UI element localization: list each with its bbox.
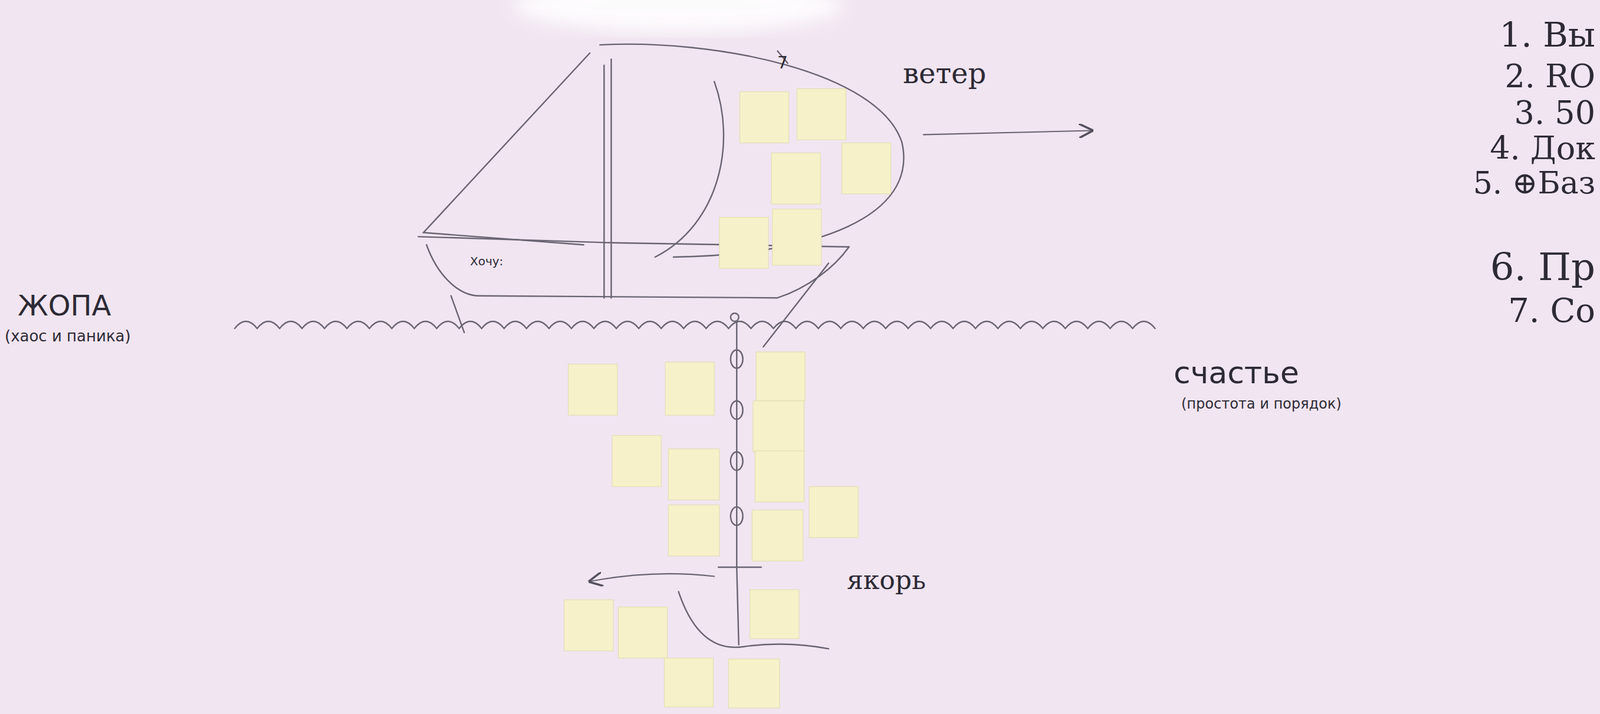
jib-sail <box>423 53 590 245</box>
sticky-note <box>756 352 806 402</box>
sticky-note <box>739 92 789 144</box>
sticky-note <box>772 209 822 266</box>
sticky-note <box>618 606 668 659</box>
sticky-note <box>612 435 662 488</box>
list-item: 6. Пр <box>1490 246 1596 288</box>
list-item: 7. Со <box>1507 292 1596 330</box>
sticky-note <box>771 153 821 205</box>
sticky-note <box>664 658 714 708</box>
sticky-notes <box>564 89 892 709</box>
sticky-note <box>809 486 859 538</box>
mast <box>610 58 612 298</box>
hull-line <box>763 263 829 347</box>
list-item: 5. ⊕Баз <box>1473 166 1596 200</box>
sail-curve <box>655 81 724 258</box>
anchor-chain <box>736 322 738 568</box>
list-item: 4. Док <box>1489 130 1596 166</box>
chain-link <box>730 451 744 471</box>
wind-label: ветер <box>902 57 987 90</box>
chain-link <box>730 507 744 526</box>
list-item: 1. Вы <box>1499 16 1596 55</box>
anchor-label: якорь <box>846 566 926 595</box>
list-item: 2. RO <box>1504 58 1596 94</box>
sticky-note <box>719 217 769 269</box>
sticky-note <box>668 448 720 501</box>
zone-note: (простота и порядок) <box>1181 396 1342 412</box>
water-line <box>234 321 1156 329</box>
anchor-stock <box>718 566 762 568</box>
callout-number: 7 <box>777 54 788 73</box>
sailboat-sketch <box>234 44 1156 650</box>
sticky-note <box>568 364 618 416</box>
wind-arrow <box>923 130 1092 135</box>
sticky-note <box>754 451 804 503</box>
anchor-shank <box>736 567 739 645</box>
zone-label: счастье <box>1173 356 1300 390</box>
sticky-note <box>668 504 720 557</box>
sticky-note <box>796 89 846 141</box>
chain-link <box>730 349 744 369</box>
chain-ring <box>730 313 739 322</box>
zone-label: ЖОПА <box>17 290 111 322</box>
sticky-note <box>753 401 805 453</box>
zone-note: (хаос и паника) <box>4 327 131 346</box>
mast <box>603 65 605 298</box>
sticky-note <box>751 510 804 562</box>
sticky-note <box>841 142 891 195</box>
list-item: 3. 50 <box>1514 95 1596 131</box>
sticky-note <box>665 362 715 416</box>
sticky-note <box>750 589 800 639</box>
chain-link <box>730 401 744 420</box>
sticky-note <box>728 659 780 709</box>
glare <box>513 0 844 33</box>
anchor-arrow <box>589 573 715 582</box>
sticky-note <box>564 599 614 652</box>
boat-label: Хочу: <box>470 254 504 268</box>
